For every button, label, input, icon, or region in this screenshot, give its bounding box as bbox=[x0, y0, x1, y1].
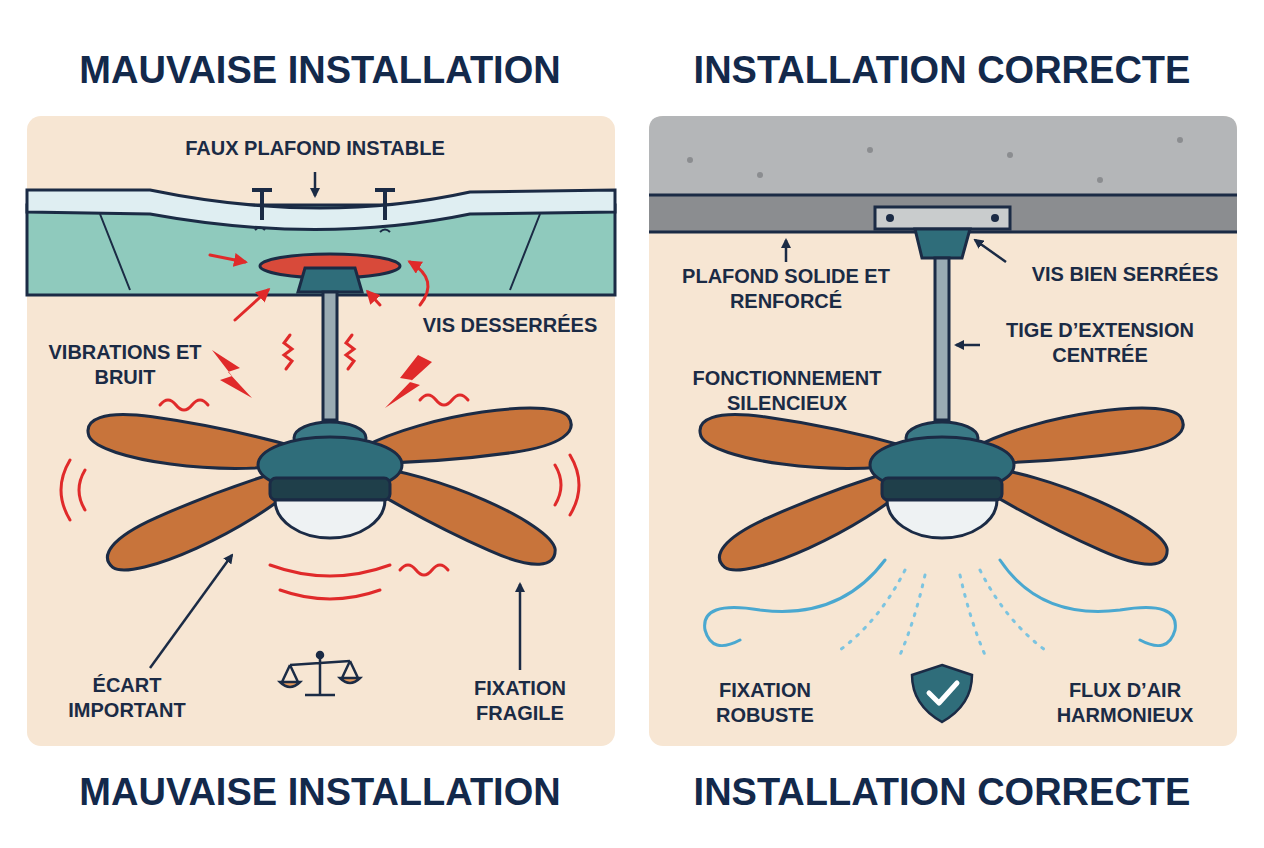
callout-label: FIXATION ROBUSTE bbox=[690, 678, 840, 728]
callout-label: VIS BIEN SERRÉES bbox=[1013, 262, 1238, 287]
callout-label: VIS DESSERRÉES bbox=[400, 313, 620, 338]
leader-lines bbox=[150, 172, 520, 670]
heading-text: INSTALLATION CORRECTE bbox=[694, 49, 1191, 91]
heading-text: MAUVAISE INSTALLATION bbox=[79, 49, 560, 91]
heading-text: INSTALLATION CORRECTE bbox=[694, 771, 1191, 813]
vibration-marks bbox=[61, 255, 579, 599]
airflow-lines bbox=[705, 560, 1176, 655]
panel-heading: MAUVAISE INSTALLATION bbox=[14, 48, 626, 92]
balance-icon bbox=[280, 652, 360, 695]
callout-label: FIXATION FRAGILE bbox=[445, 676, 595, 726]
panel-heading: INSTALLATION CORRECTE bbox=[636, 770, 1248, 814]
lightning-bolts bbox=[212, 350, 432, 408]
panel-heading: INSTALLATION CORRECTE bbox=[636, 48, 1248, 92]
panel-heading: MAUVAISE INSTALLATION bbox=[14, 770, 626, 814]
callout-label: FONCTIONNEMENT SILENCIEUX bbox=[675, 366, 900, 416]
panels bbox=[27, 116, 1237, 746]
callout-label: FAUX PLAFOND INSTABLE bbox=[135, 136, 495, 161]
heading-text: MAUVAISE INSTALLATION bbox=[79, 771, 560, 813]
unstable-ceiling bbox=[27, 190, 615, 422]
callout-label: TIGE D’EXTENSION CENTRÉE bbox=[983, 318, 1218, 368]
callout-label: PLAFOND SOLIDE ET RENFORCÉ bbox=[679, 264, 894, 314]
shield-icon bbox=[912, 665, 972, 722]
callout-label: VIBRATIONS ET BRUIT bbox=[45, 340, 205, 390]
callout-label: FLUX D’AIR HARMONIEUX bbox=[1043, 678, 1208, 728]
callout-label: ÉCART IMPORTANT bbox=[52, 673, 202, 723]
solid-ceiling bbox=[649, 116, 1237, 422]
